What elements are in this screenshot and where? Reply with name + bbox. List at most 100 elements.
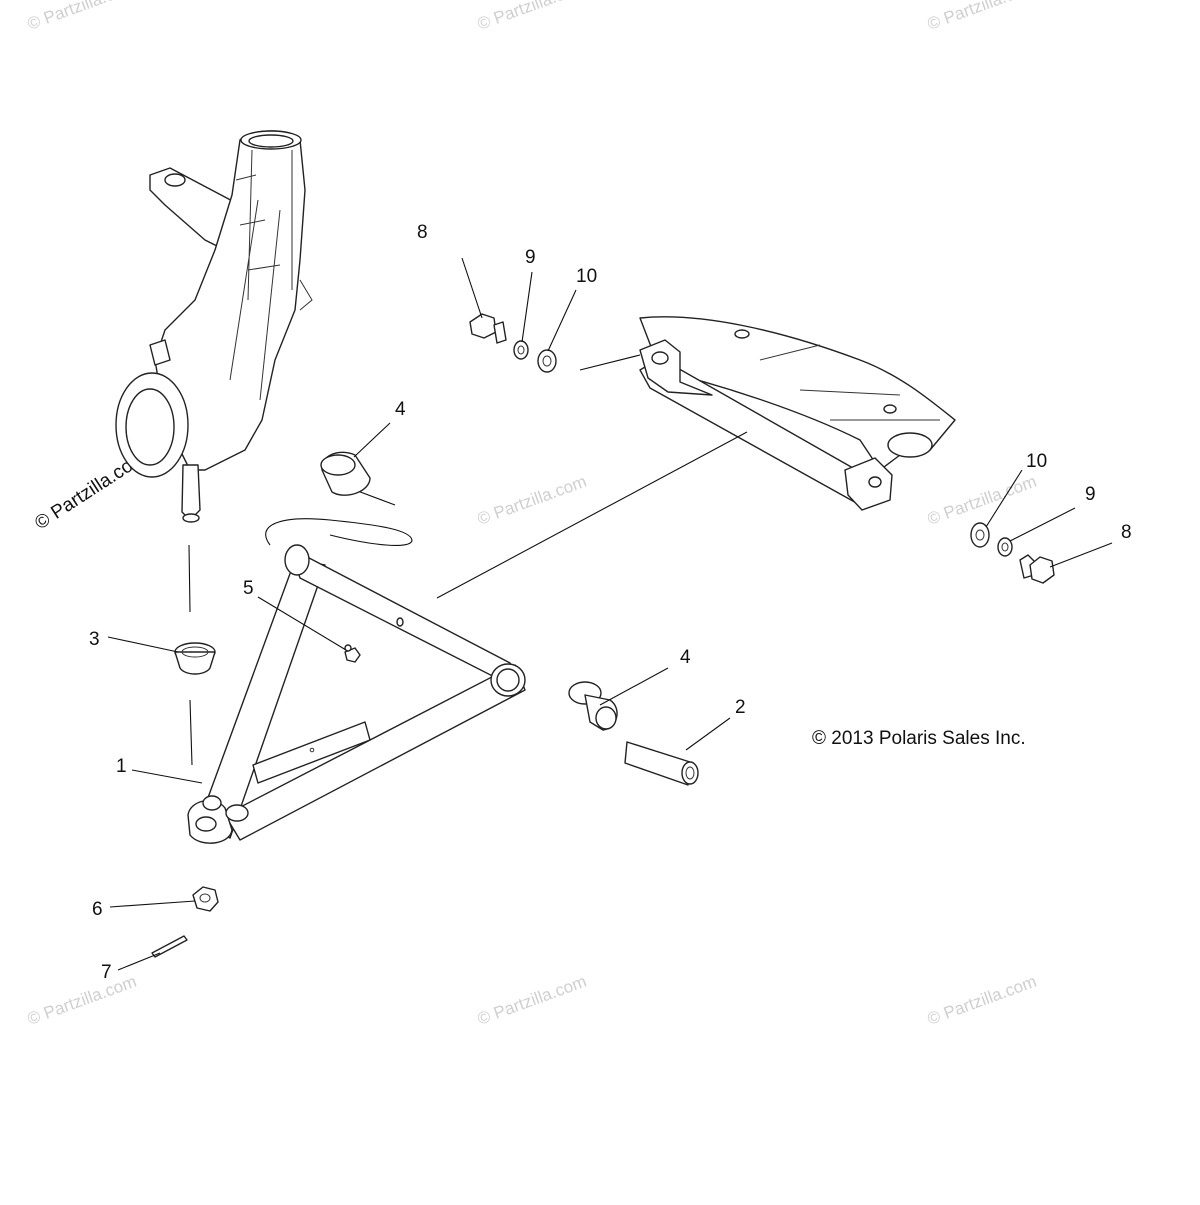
leader-8-left <box>461 257 483 319</box>
flat-washer-left-ring <box>537 349 557 373</box>
lock-washer-right <box>997 537 1013 557</box>
mount-bracket-left-hole <box>651 351 669 365</box>
leader-9-left <box>521 271 533 343</box>
alignment-loop-bushing <box>265 489 413 546</box>
callout-6[interactable]: 6 <box>92 899 103 920</box>
pivot-tube <box>624 741 699 786</box>
steering-knuckle <box>115 130 313 523</box>
a-arm-ball-joint-hole <box>195 816 217 832</box>
knuckle-ribs <box>229 149 293 401</box>
a-arm-tube-end-rear <box>225 804 249 822</box>
frame-plate <box>639 316 956 471</box>
frame-hole-large <box>887 432 933 458</box>
pivot-tube-bore <box>685 766 695 780</box>
castle-nut-body <box>192 886 219 912</box>
bushing-upper <box>320 451 371 496</box>
watermark-layer: © Partzilla.com © Partzilla.com © Partzi… <box>25 0 1039 1029</box>
hub-bore-inner <box>125 388 175 466</box>
bolt-left-shank <box>493 321 507 344</box>
leader-4-upper <box>353 422 391 458</box>
flat-washer-right <box>970 522 990 548</box>
leader-1 <box>131 769 203 784</box>
flat-washer-right-ring <box>970 522 990 548</box>
leader-6 <box>109 900 196 908</box>
a-arm-pivot-tube <box>289 547 521 691</box>
leader-9-right <box>1009 507 1076 542</box>
leader-lines <box>107 257 1113 971</box>
pivot-tube-end <box>681 761 699 785</box>
lock-washer-left-ring <box>513 340 529 360</box>
lock-washer-right-ring <box>997 537 1013 557</box>
a-arm-pivot-end-right-inner <box>496 668 520 692</box>
knuckle-detail-lines <box>235 174 313 311</box>
callout-4-lower[interactable]: 4 <box>680 647 691 668</box>
alignment-line-knuckle <box>188 544 193 766</box>
callout-10-right[interactable]: 10 <box>1026 451 1047 472</box>
watermark: © Partzilla.com <box>475 472 589 529</box>
flat-washer-left <box>537 349 557 373</box>
callout-9-left[interactable]: 9 <box>525 247 536 268</box>
bolt-right <box>1019 554 1055 584</box>
castle-nut-hole <box>199 893 211 903</box>
callout-7[interactable]: 7 <box>101 962 112 983</box>
frame-plate-lines <box>759 344 940 421</box>
grease-fitting-nipple <box>344 644 352 652</box>
castle-nut <box>192 886 219 912</box>
knuckle-arm-hole <box>164 173 186 187</box>
cup-body <box>174 651 216 675</box>
callout-1[interactable]: 1 <box>116 756 127 777</box>
lock-washer-right-hole <box>1001 542 1009 552</box>
watermark: © Partzilla.com <box>475 0 589 34</box>
knuckle-tab <box>149 339 171 366</box>
a-arm-rear-tube <box>224 664 526 841</box>
leader-3 <box>107 636 179 653</box>
leader-10-left <box>547 289 577 352</box>
watermark: © Partzilla.com <box>925 972 1039 1029</box>
leader-5 <box>257 596 347 651</box>
callouts: 1 2 3 4 4 5 6 7 8 9 10 10 9 8 <box>89 222 1132 983</box>
watermark: © Partzilla.com <box>925 0 1039 34</box>
bolt-right-head <box>1029 556 1055 584</box>
lock-washer-left <box>513 340 529 360</box>
mount-bracket-right <box>844 457 893 511</box>
frame-crossmember <box>639 316 956 511</box>
ball-joint-stud <box>181 464 201 521</box>
bushing-upper-flange <box>320 454 356 476</box>
leader-7 <box>117 952 161 971</box>
flat-washer-right-hole <box>975 529 985 541</box>
callout-5[interactable]: 5 <box>243 578 254 599</box>
callout-9-right[interactable]: 9 <box>1085 484 1096 505</box>
a-arm <box>187 544 526 844</box>
grease-fitting <box>344 644 361 663</box>
callout-4-upper[interactable]: 4 <box>395 399 406 420</box>
alignment-line-frame-to-arm <box>436 431 748 599</box>
mount-bracket-right-hole <box>868 476 882 488</box>
a-arm-pivot-end-left <box>284 544 310 576</box>
watermark: © Partzilla.com <box>25 0 139 34</box>
callout-2[interactable]: 2 <box>735 697 746 718</box>
frame-hole-mid <box>883 404 897 414</box>
watermark: © Partzilla.com <box>25 972 139 1029</box>
callout-3[interactable]: 3 <box>89 629 100 650</box>
bolt-left-head <box>469 313 497 339</box>
a-arm-gusset-plate <box>252 721 371 784</box>
a-arm-tube-end-front <box>202 795 222 811</box>
frame-hole-upper <box>734 329 750 339</box>
callout-8-right[interactable]: 8 <box>1121 522 1132 543</box>
alignment-line-frame-left <box>579 354 641 371</box>
watermark: © Partzilla.com <box>925 472 1039 529</box>
callout-8-left[interactable]: 8 <box>417 222 428 243</box>
ball-joint-stud-tip <box>182 513 200 523</box>
callout-10-left[interactable]: 10 <box>576 266 597 287</box>
copyright-notice: © 2013 Polaris Sales Inc. <box>812 728 1026 749</box>
pivot-tube-body <box>624 741 691 786</box>
spindle-top-inner <box>248 134 294 148</box>
leader-10-right <box>985 469 1023 528</box>
leader-2 <box>685 717 731 751</box>
flat-washer-left-hole <box>542 355 552 367</box>
bushing-lower <box>568 681 618 731</box>
ball-joint-cup <box>174 642 216 675</box>
watermark: © Partzilla.com <box>475 972 589 1029</box>
